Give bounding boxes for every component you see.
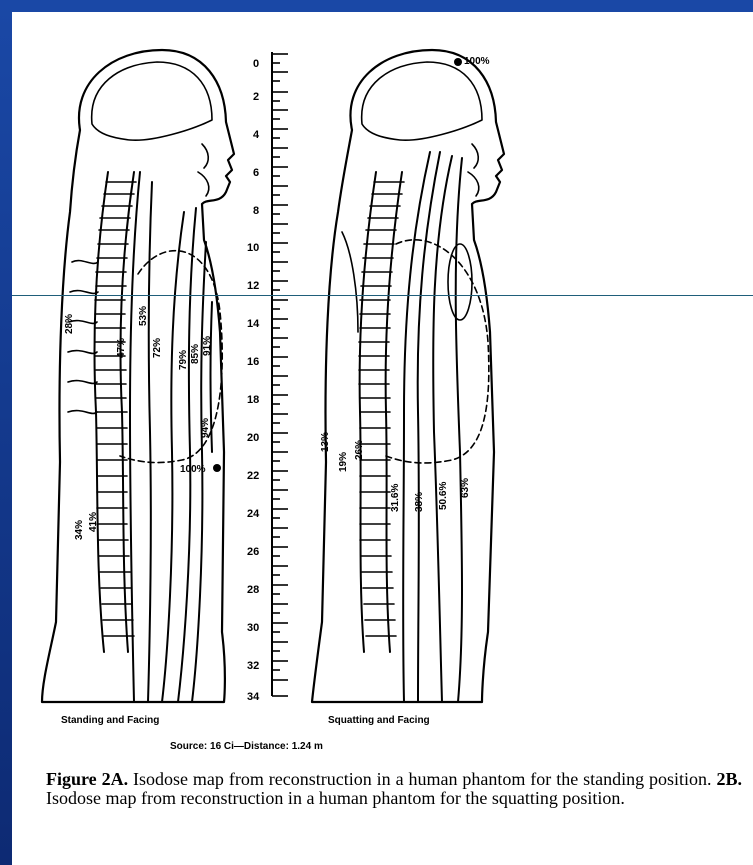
caption-text-b: Isodose map from reconstruction in a hum… bbox=[46, 788, 625, 808]
isodose-label: 72% bbox=[152, 338, 163, 358]
caption-label-b: 2B. bbox=[716, 769, 742, 789]
figure-caption: Figure 2A. Isodose map from reconstructi… bbox=[46, 770, 742, 808]
ruler-label: 26 bbox=[247, 546, 259, 558]
squatting-phantom bbox=[312, 50, 504, 702]
ruler-label: 8 bbox=[253, 205, 259, 217]
isodose-label: 19% bbox=[338, 452, 349, 472]
isodose-label: 38% bbox=[414, 492, 425, 512]
ruler-label: 28 bbox=[247, 584, 259, 596]
isodose-label: 91% bbox=[202, 336, 213, 356]
isodose-label: 28% bbox=[64, 314, 75, 334]
isodose-label: 79% bbox=[178, 350, 189, 370]
caption-label-a: Figure 2A. bbox=[46, 769, 128, 789]
standing-phantom bbox=[42, 50, 234, 702]
ruler-label: 30 bbox=[247, 622, 259, 634]
isodose-label: 31.6% bbox=[390, 484, 401, 512]
isodose-label: 26% bbox=[354, 440, 365, 460]
ruler-label: 0 bbox=[253, 58, 259, 70]
isodose-label: 63% bbox=[460, 478, 471, 498]
standing-label: Standing and Facing bbox=[61, 715, 159, 726]
ruler-label: 22 bbox=[247, 470, 259, 482]
isodose-label: 47% bbox=[116, 338, 127, 358]
ruler-label: 18 bbox=[247, 394, 259, 406]
isodose-label: 94% bbox=[200, 418, 211, 438]
slide-frame-top bbox=[0, 0, 753, 12]
ruler-label: 2 bbox=[253, 91, 259, 103]
ruler-label: 12 bbox=[247, 280, 259, 292]
distance-ruler: 0 2 4 6 8 10 12 14 16 18 20 22 24 26 28 … bbox=[247, 52, 288, 703]
ruler-label: 24 bbox=[247, 508, 260, 520]
isodose-label: 53% bbox=[138, 306, 149, 326]
squatting-source-dot bbox=[454, 58, 462, 66]
ruler-label: 32 bbox=[247, 660, 259, 672]
ruler-label: 6 bbox=[253, 167, 259, 179]
isodose-label: 34% bbox=[74, 520, 85, 540]
ruler-label: 4 bbox=[253, 129, 260, 141]
isodose-figure: 28% 47% 53% 72% 79% 85% 91% 94% 100% 34%… bbox=[12, 12, 753, 712]
caption-text-a: Isodose map from reconstruction in a hum… bbox=[128, 769, 716, 789]
squatting-label: Squatting and Facing bbox=[328, 715, 430, 726]
horizontal-rule bbox=[12, 295, 753, 296]
isodose-label: 100% bbox=[180, 464, 206, 475]
ruler-label: 34 bbox=[247, 691, 260, 703]
isodose-label: 13% bbox=[320, 432, 331, 452]
ruler-label: 14 bbox=[247, 318, 260, 330]
source-note: Source: 16 Ci—Distance: 1.24 m bbox=[170, 741, 323, 752]
ruler-label: 16 bbox=[247, 356, 259, 368]
slide-frame-left bbox=[0, 0, 12, 865]
ruler-label: 10 bbox=[247, 242, 259, 254]
isodose-label: 50.6% bbox=[438, 482, 449, 510]
ruler-label: 20 bbox=[247, 432, 259, 444]
standing-source-dot bbox=[213, 464, 221, 472]
isodose-label: 100% bbox=[464, 56, 490, 67]
isodose-label: 85% bbox=[190, 344, 201, 364]
isodose-label: 41% bbox=[88, 512, 99, 532]
